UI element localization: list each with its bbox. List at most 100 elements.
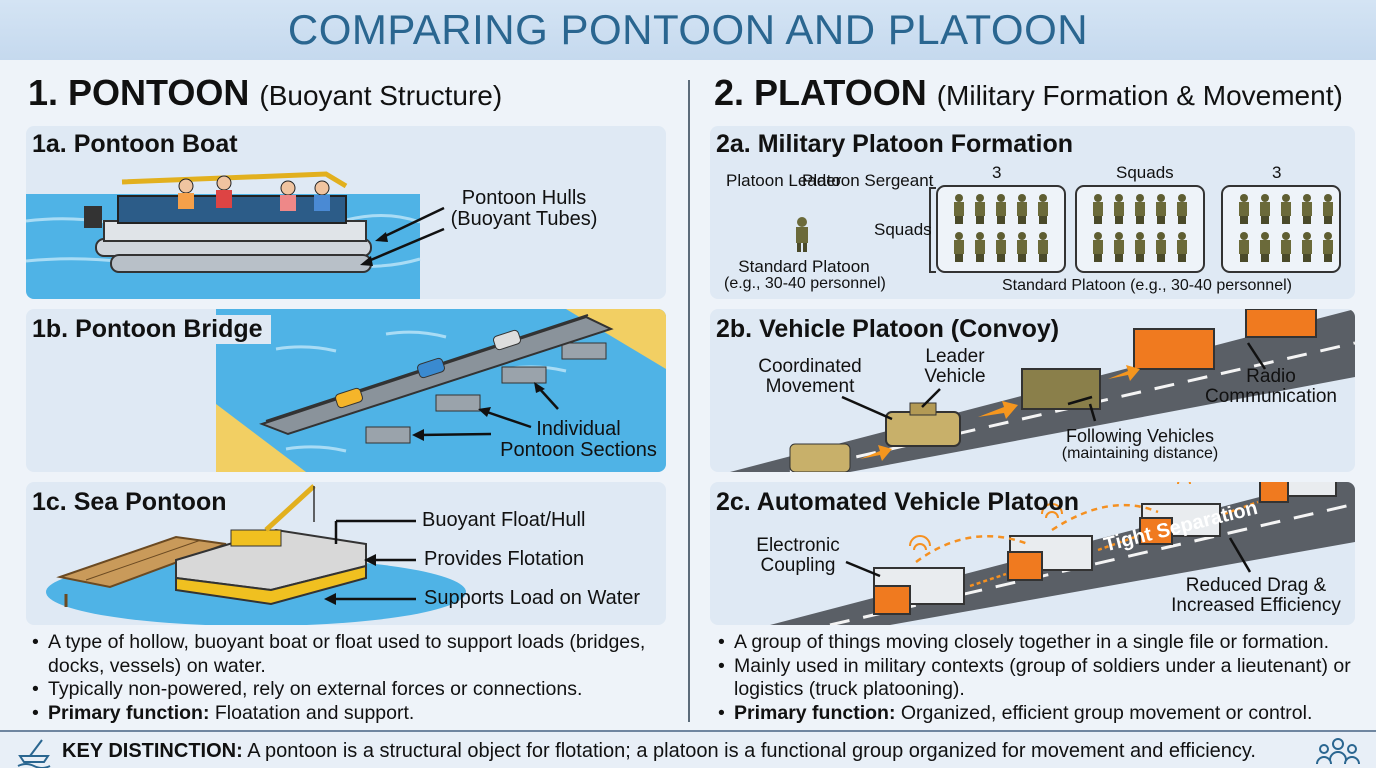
- soldier-icon: [1039, 216, 1047, 224]
- soldier-icon: [1094, 254, 1102, 262]
- soldier-icon: [1261, 194, 1269, 202]
- military-truck-icon: [1021, 368, 1101, 410]
- soldier-icon: [1135, 240, 1145, 254]
- soldier-icon: [1136, 254, 1144, 262]
- soldier-icon: [1115, 254, 1123, 262]
- soldier-icon: [1281, 202, 1291, 216]
- soldier-icon: [1094, 216, 1102, 224]
- standard-platoon-line1: Standard Platoon: [738, 257, 870, 276]
- soldier-icon: [1135, 202, 1145, 216]
- soldier-icon: [1156, 202, 1166, 216]
- soldier-icon: [1261, 232, 1269, 240]
- leader-vehicle-line2: Vehicle: [924, 365, 986, 387]
- soldier-icon: [996, 202, 1006, 216]
- soldier-icon: [1282, 232, 1290, 240]
- reduced-drag-line1: Reduced Drag &: [1185, 575, 1327, 596]
- soldier-icon: [1093, 202, 1103, 216]
- pontoon-bridge-panel: 1b. Pontoon Bridge Individual Pontoon Se…: [26, 309, 666, 472]
- soldier-icon: [1018, 216, 1026, 224]
- platoon-bullet-2: Mainly used in military contexts (group …: [716, 655, 1361, 702]
- soldier-icon: [1261, 216, 1269, 224]
- radio-communication-label: Radio Communication: [1196, 367, 1346, 407]
- pontoon-bullet-3-text: Floatation and support.: [209, 701, 415, 724]
- pontoon-hulls-line1: Pontoon Hulls: [461, 187, 587, 209]
- soldier-icon: [1114, 202, 1124, 216]
- pontoon-boat-illustration: [26, 171, 445, 299]
- soldier-icon: [1240, 194, 1248, 202]
- sea-pontoon-panel: 1c. Sea Pontoon Buoyant Float/Hull Provi…: [26, 482, 666, 625]
- platoon-heading: 2. PLATOON (Military Formation & Movemen…: [714, 72, 1343, 114]
- following-vehicles-label: Following Vehicles (maintaining distance…: [1040, 427, 1240, 463]
- key-bar-icons: [17, 738, 1360, 768]
- soldier-icon: [1136, 232, 1144, 240]
- soldier-icon: [1282, 216, 1290, 224]
- squad-group-1-label: 3: [992, 163, 1002, 182]
- platoon-heading-sub: (Military Formation & Movement): [936, 80, 1343, 111]
- pontoon-bridge-illustration: [216, 309, 666, 472]
- soldier-icon: [1324, 232, 1332, 240]
- standard-platoon-label: Standard Platoon (e.g., 30-40 personnel): [724, 257, 886, 293]
- soldier-icon: [1039, 232, 1047, 240]
- soldier-icon: [1239, 240, 1249, 254]
- squad-soldier-icons: [954, 194, 1333, 262]
- radio-line2: Communication: [1205, 385, 1337, 407]
- vehicle-platoon-title: 2b. Vehicle Platoon (Convoy): [716, 315, 1060, 343]
- supports-load-label: Supports Load on Water: [424, 587, 641, 609]
- platoon-heading-main: 2. PLATOON: [714, 72, 927, 113]
- soldier-icon: [997, 194, 1005, 202]
- pontoon-bridge-title: 1b. Pontoon Bridge: [32, 315, 271, 344]
- soldier-icon: [997, 254, 1005, 262]
- platoon-sergeant-label: Platoon Sergeant: [802, 171, 934, 190]
- soldier-icon: [955, 216, 963, 224]
- page-title: COMPARING PONTOON AND PLATOON: [287, 6, 1089, 53]
- squads-side-label: Squads: [874, 220, 932, 239]
- squad-group-2-label: Squads: [1116, 163, 1174, 182]
- soldier-icon: [1302, 202, 1312, 216]
- soldier-icon: [1281, 240, 1291, 254]
- soldier-icon: [1178, 232, 1186, 240]
- electronic-line2: Coupling: [760, 554, 836, 576]
- electronic-line1: Electronic: [756, 535, 840, 556]
- soldier-icon: [1261, 254, 1269, 262]
- following-line1: Following Vehicles: [1065, 426, 1215, 446]
- soldier-icon: [976, 232, 984, 240]
- soldier-icon: [1302, 240, 1312, 254]
- leader-vehicle-label: Leader Vehicle: [915, 347, 995, 387]
- soldier-icon: [1039, 194, 1047, 202]
- soldier-icon: [1038, 240, 1048, 254]
- coordinated-line2: Movement: [765, 375, 855, 397]
- soldier-icon: [1303, 232, 1311, 240]
- key-distinction-text: KEY DISTINCTION: A pontoon is a structur…: [62, 740, 1256, 763]
- standard-platoon-line2: (e.g., 30-40 personnel): [724, 274, 886, 292]
- squad-group-3-label: 3: [1272, 163, 1282, 182]
- boat-crane-icon: [17, 739, 51, 768]
- soldier-icon: [1157, 194, 1165, 202]
- vehicle-platoon-panel: 2b. Vehicle Platoon (Convoy) Coordinated…: [710, 309, 1355, 472]
- pontoon-sections-label: Individual Pontoon Sections: [496, 419, 661, 461]
- soldier-icon: [954, 202, 964, 216]
- soldier-icon: [1157, 254, 1165, 262]
- sea-pontoon-illustration: [46, 484, 466, 625]
- key-distinction-bar: [0, 730, 1376, 768]
- soldier-icon: [1177, 202, 1187, 216]
- armored-vehicle-icon: [885, 411, 961, 447]
- soldier-icon: [996, 240, 1006, 254]
- soldier-icon: [1018, 232, 1026, 240]
- pontoon-hulls-line2: (Buoyant Tubes): [450, 208, 598, 230]
- pontoon-sections-line2: Pontoon Sections: [500, 439, 657, 461]
- automated-platoon-illustration: [770, 482, 1355, 625]
- soldier-icon: [1136, 216, 1144, 224]
- column-divider: [688, 80, 690, 722]
- soldier-icon: [955, 232, 963, 240]
- provides-flotation-label: Provides Flotation: [424, 548, 585, 570]
- soldier-icon: [1017, 202, 1027, 216]
- sea-pontoon-title: 1c. Sea Pontoon: [32, 488, 227, 516]
- platoon-bullet-3-text: Organized, efficient group movement or c…: [895, 701, 1313, 724]
- soldier-icon: [975, 202, 985, 216]
- soldier-icon: [1260, 202, 1270, 216]
- pontoon-boat-title: 1a. Pontoon Boat: [32, 130, 238, 158]
- pontoon-heading-main: 1. PONTOON: [28, 72, 250, 113]
- buoyant-float-label: Buoyant Float/Hull: [422, 509, 586, 531]
- platoon-bullet-list: A group of things moving closely togethe…: [716, 631, 1361, 725]
- pontoon-bullet-3: Primary function: Floatation and support…: [30, 702, 670, 726]
